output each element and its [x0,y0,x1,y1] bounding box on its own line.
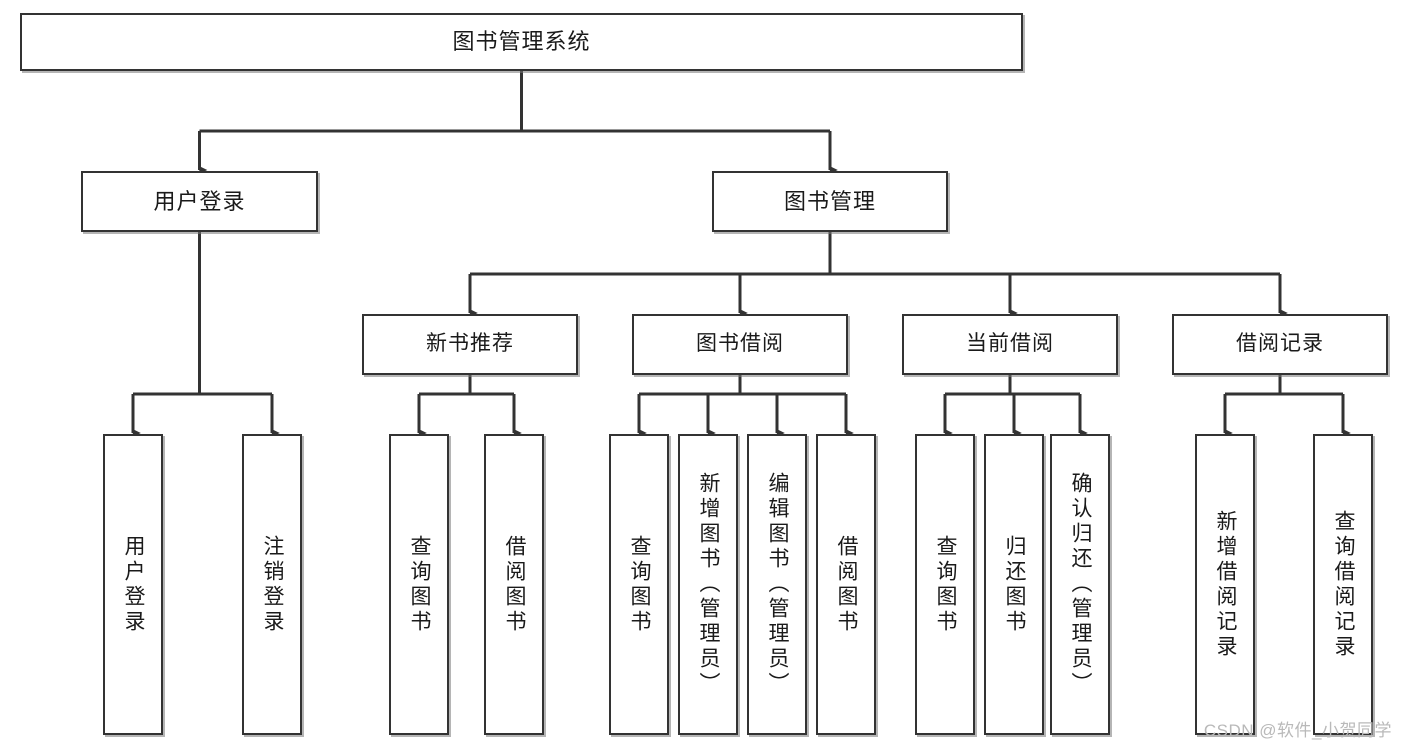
node-label: 新书推荐 [426,332,514,356]
node-new-book-rec[interactable]: 新书推荐 [362,314,578,375]
node-leaf-cur-confirm[interactable]: 确认归还（管理员） [1050,434,1110,735]
node-leaf-cur-return[interactable]: 归还图书 [984,434,1044,735]
node-label: 新增借阅记录 [1214,509,1238,660]
node-leaf-cur-query[interactable]: 查询图书 [915,434,975,735]
node-label: 图书管理 [783,188,876,214]
node-root[interactable]: 图书管理系统 [20,13,1023,71]
node-label: 查询图书 [408,534,432,635]
node-leaf-user-logout[interactable]: 注销登录 [242,434,302,735]
node-label: 借阅记录 [1236,332,1324,356]
node-label: 图书管理系统 [452,29,591,55]
node-label: 借阅图书 [503,534,527,635]
node-book-borrow[interactable]: 图书借阅 [632,314,848,375]
node-book-mgmt[interactable]: 图书管理 [712,171,948,232]
node-leaf-rec-borrow[interactable]: 借阅图书 [484,434,544,735]
node-label: 用户登录 [153,188,246,214]
node-leaf-brw-add[interactable]: 新增图书（管理员） [678,434,738,735]
node-label: 查询图书 [934,534,958,635]
node-label: 查询图书 [628,534,652,635]
node-label: 当前借阅 [966,332,1054,356]
node-current-borrow[interactable]: 当前借阅 [902,314,1118,375]
node-label: 归还图书 [1003,534,1027,635]
node-label: 用户登录 [122,534,146,635]
node-leaf-rcd-query[interactable]: 查询借阅记录 [1313,434,1373,735]
node-leaf-brw-query[interactable]: 查询图书 [609,434,669,735]
csdn-watermark: CSDN @软件_小贺同学 [1203,721,1392,740]
node-borrow-record[interactable]: 借阅记录 [1172,314,1388,375]
node-leaf-brw-borrow[interactable]: 借阅图书 [816,434,876,735]
node-leaf-brw-edit[interactable]: 编辑图书（管理员） [747,434,807,735]
node-label: 新增图书（管理员） [697,472,721,697]
node-leaf-rcd-add[interactable]: 新增借阅记录 [1195,434,1255,735]
node-user-login[interactable]: 用户登录 [81,171,318,232]
node-label: 注销登录 [261,534,285,635]
node-leaf-user-login[interactable]: 用户登录 [103,434,163,735]
node-leaf-rec-query[interactable]: 查询图书 [389,434,449,735]
node-label: 图书借阅 [696,332,784,356]
node-label: 编辑图书（管理员） [766,472,790,697]
node-label: 借阅图书 [835,534,859,635]
node-label: 查询借阅记录 [1332,509,1356,660]
node-label: 确认归还（管理员） [1069,472,1093,697]
